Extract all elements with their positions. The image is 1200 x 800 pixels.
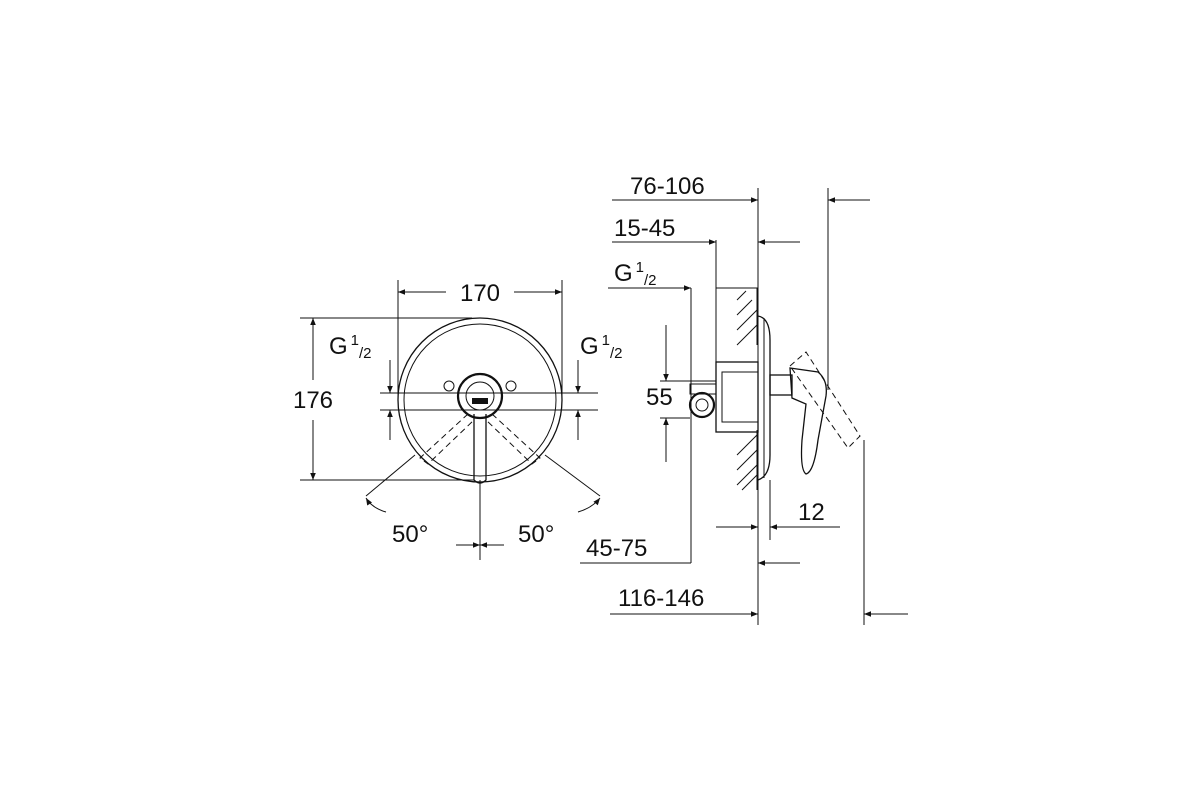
lever-swing-right [485, 413, 541, 465]
lever-swing-left [419, 413, 475, 465]
handle-profile [789, 367, 827, 475]
dim-width: 170 [460, 280, 500, 307]
hub-inner [465, 381, 495, 411]
mixer-lever [473, 414, 487, 484]
dim-76-106: 76-106 [630, 173, 705, 200]
dim-55: 55 [646, 384, 673, 411]
inlet-fitting [688, 391, 716, 419]
dim-116-146: 116-146 [618, 585, 704, 612]
angle-left: 50° [392, 521, 428, 548]
dim-12: 12 [798, 499, 825, 526]
dim-45-75: 45-75 [586, 535, 647, 562]
handle-swing-dashed [789, 351, 861, 449]
hub-screw-right [505, 380, 517, 392]
hub-screw-left [443, 380, 455, 392]
dim-height: 176 [293, 387, 333, 414]
escutcheon-inner [403, 323, 557, 477]
valve-hub [456, 372, 504, 420]
angle-right: 50° [518, 521, 554, 548]
dim-15-45: 15-45 [614, 215, 675, 242]
hub-logo [472, 398, 488, 404]
